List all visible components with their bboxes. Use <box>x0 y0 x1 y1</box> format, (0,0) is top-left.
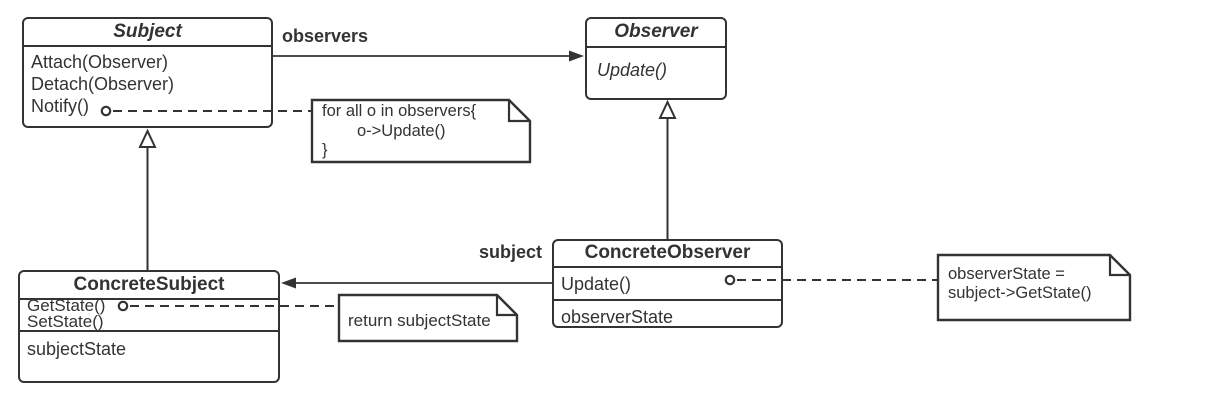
method-detach: Detach(Observer) <box>31 74 175 94</box>
note-update: observerState = subject->GetState() <box>948 265 1092 303</box>
note-notify: for all o in observers{ o->Update() } <box>322 102 476 161</box>
class-box-subject: Subject Attach(Observer) Detach(Observer… <box>22 17 273 128</box>
note-getstate: return subjectState <box>348 311 491 331</box>
note-line: } <box>322 141 328 159</box>
inheritance-triangle-icon <box>658 99 677 119</box>
left-arrowhead-icon <box>281 277 296 289</box>
note-fold-icon <box>1108 255 1130 277</box>
class-box-concrete-subject: ConcreteSubject GetState() SetState() su… <box>18 270 280 383</box>
edge-label-observers: observers <box>282 26 369 46</box>
class-box-concrete-observer: ConcreteObserver Update() observerState <box>552 239 783 328</box>
note-fold-icon <box>507 100 530 123</box>
note-line: o->Update() <box>357 121 446 140</box>
method-update-abstract: Update() <box>597 60 668 80</box>
class-methods-observer: Update() <box>587 48 725 81</box>
note-line: subject->GetState() <box>948 284 1092 302</box>
edge-label-subject: subject <box>478 242 542 262</box>
class-methods-concrete-subject: GetState() SetState() <box>20 296 278 332</box>
class-attributes-concrete-observer: observerState <box>554 301 781 329</box>
class-methods-concrete-observer: Update() <box>554 268 781 301</box>
method-getstate: GetState() <box>27 296 106 315</box>
class-attributes-concrete-subject: subjectState <box>20 332 278 360</box>
attribute-observerstate: observerState <box>561 307 674 327</box>
note-line: observerState = <box>948 265 1065 283</box>
attribute-subjectstate: subjectState <box>27 339 127 359</box>
right-arrowhead-icon <box>569 50 584 62</box>
note-line: return subjectState <box>348 311 491 330</box>
class-methods-subject: Attach(Observer) Detach(Observer) Notify… <box>24 47 271 117</box>
method-update: Update() <box>561 274 632 294</box>
method-attach: Attach(Observer) <box>31 52 169 72</box>
class-title-subject: Subject <box>24 19 271 47</box>
class-title-observer: Observer <box>587 19 725 48</box>
class-box-observer: Observer Update() <box>585 17 727 100</box>
inheritance-triangle-icon <box>138 128 157 148</box>
note-fold-icon <box>495 295 517 317</box>
class-title-concrete-observer: ConcreteObserver <box>554 241 781 268</box>
method-notify: Notify() <box>31 96 89 116</box>
method-setstate: SetState() <box>27 312 104 331</box>
class-title-concrete-subject: ConcreteSubject <box>20 272 278 300</box>
note-line: for all o in observers{ <box>322 102 477 120</box>
